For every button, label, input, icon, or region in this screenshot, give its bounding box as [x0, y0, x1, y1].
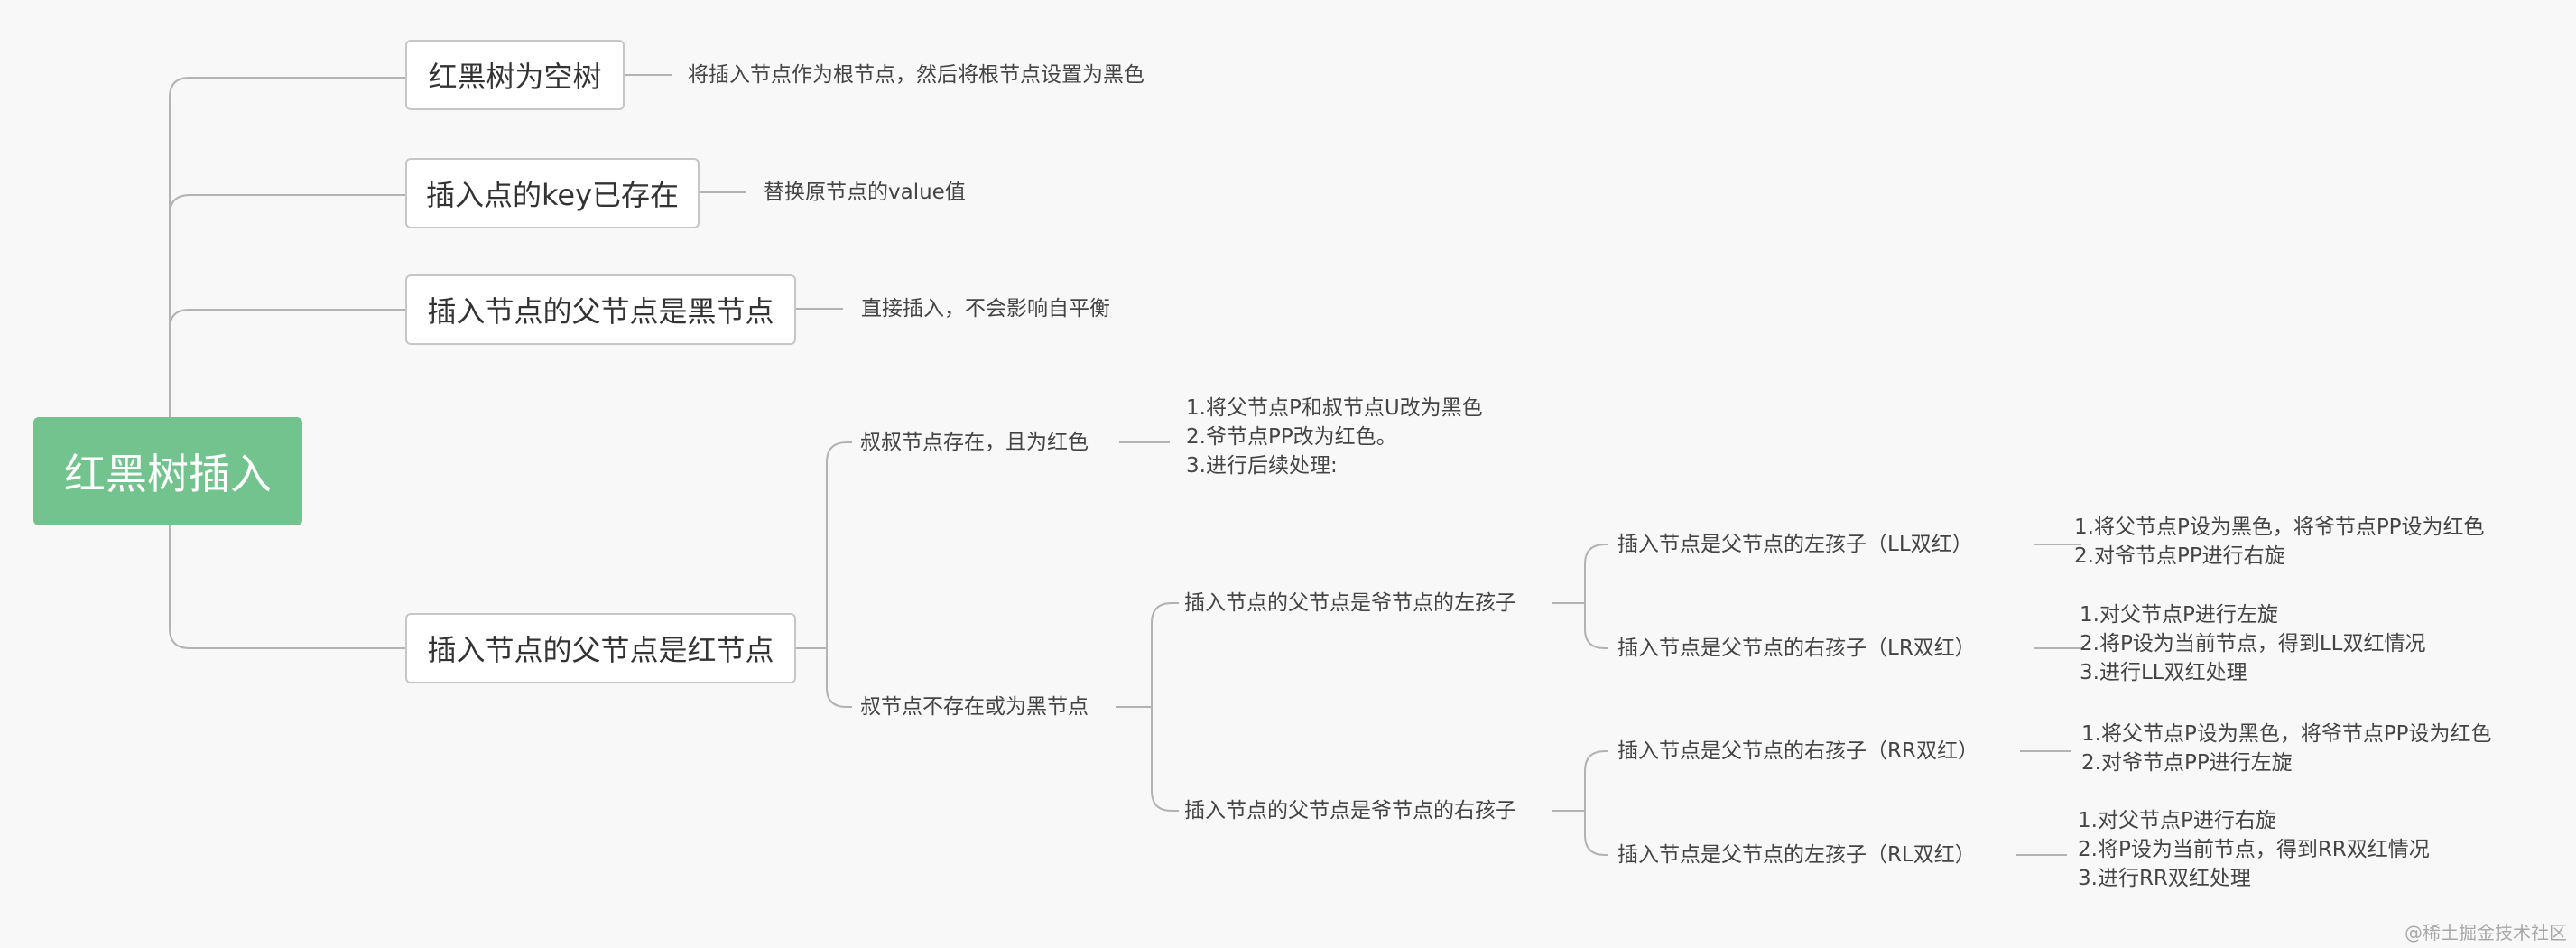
ll-steps: 1.将父节点P设为黑色，将爷节点PP设为红色 2.对爷节点PP进行右旋: [2074, 513, 2485, 571]
rl-steps: 1.对父节点P进行右旋 2.将P设为当前节点，得到RR双红情况 3.进行RR双红…: [2078, 806, 2430, 893]
uncle-red-step-3: 3.进行后续处理:: [1186, 454, 1338, 478]
uncle-black-fork-up: [1151, 602, 1179, 707]
lr-step-1: 1.对父节点P进行左旋: [2080, 603, 2278, 627]
uncle-red-node[interactable]: 叔叔节点存在，且为红色: [860, 431, 1089, 454]
case-parent-red[interactable]: 插入节点的父节点是红节点: [405, 613, 796, 683]
rl-double-red-node[interactable]: 插入节点是父节点的左孩子（RL双红）: [1617, 843, 1976, 867]
root-trunk: [169, 77, 405, 417]
parent-is-right-child-node[interactable]: 插入节点的父节点是爷节点的右孩子: [1184, 799, 1516, 823]
right-fork-up: [1584, 750, 1608, 811]
uncle-red-steps: 1.将父节点P和叔节点U改为黑色 2.爷节点PP改为红色。 3.进行后续处理:: [1186, 394, 1483, 480]
parent-is-left-child-node[interactable]: 插入节点的父节点是爷节点的左孩子: [1184, 591, 1516, 615]
case-empty-tree-action: 将插入节点作为根节点，然后将根节点设置为黑色: [688, 63, 1144, 87]
case-parent-black[interactable]: 插入节点的父节点是黑节点: [405, 274, 796, 345]
case-key-exists-action: 替换原节点的value值: [764, 181, 966, 204]
root-to-parent-red: [169, 525, 405, 649]
uncle-black-fork-down: [1151, 707, 1179, 812]
lr-double-red-node[interactable]: 插入节点是父节点的右孩子（LR双红）: [1617, 637, 1976, 660]
rl-step-2: 2.将P设为当前节点，得到RR双红情况: [2078, 838, 2430, 861]
lr-step-3: 3.进行LL双红处理: [2080, 661, 2247, 684]
ll-double-red-node[interactable]: 插入节点是父节点的左孩子（LL双红）: [1617, 533, 1973, 556]
rr-steps: 1.将父节点P设为黑色，将爷节点PP设为红色 2.对爷节点PP进行左旋: [2081, 720, 2492, 777]
root-node[interactable]: 红黑树插入: [33, 417, 302, 525]
rl-step-1: 1.对父节点P进行右旋: [2078, 809, 2276, 832]
root-to-key-exists: [169, 194, 405, 216]
parent-red-fork-low: [826, 648, 852, 708]
rr-step-1: 1.将父节点P设为黑色，将爷节点PP设为红色: [2081, 722, 2492, 746]
lr-steps: 1.对父节点P进行左旋 2.将P设为当前节点，得到LL双红情况 3.进行LL双红…: [2080, 600, 2425, 687]
uncle-red-step-2: 2.爷节点PP改为红色。: [1186, 425, 1397, 449]
uncle-black-node[interactable]: 叔节点不存在或为黑节点: [860, 695, 1089, 719]
uncle-red-step-1: 1.将父节点P和叔节点U改为黑色: [1186, 396, 1483, 420]
case-parent-black-action: 直接插入，不会影响自平衡: [861, 297, 1110, 321]
watermark: @稀土掘金技术社区: [2405, 922, 2567, 943]
ll-step-2: 2.对爷节点PP进行右旋: [2074, 544, 2285, 568]
case-key-exists[interactable]: 插入点的key已存在: [405, 158, 700, 228]
left-fork-up: [1584, 544, 1608, 603]
lr-step-2: 2.将P设为当前节点，得到LL双红情况: [2080, 632, 2426, 655]
right-fork-down: [1584, 811, 1608, 856]
root-to-parent-black: [169, 309, 405, 330]
rr-step-2: 2.对爷节点PP进行左旋: [2081, 751, 2293, 775]
left-fork-down: [1584, 603, 1608, 649]
rl-step-3: 3.进行RR双红处理: [2078, 867, 2251, 890]
ll-step-1: 1.将父节点P设为黑色，将爷节点PP设为红色: [2074, 516, 2485, 539]
parent-red-fork: [826, 441, 852, 648]
rr-double-red-node[interactable]: 插入节点是父节点的右孩子（RR双红）: [1617, 739, 1978, 763]
case-empty-tree[interactable]: 红黑树为空树: [405, 40, 625, 110]
